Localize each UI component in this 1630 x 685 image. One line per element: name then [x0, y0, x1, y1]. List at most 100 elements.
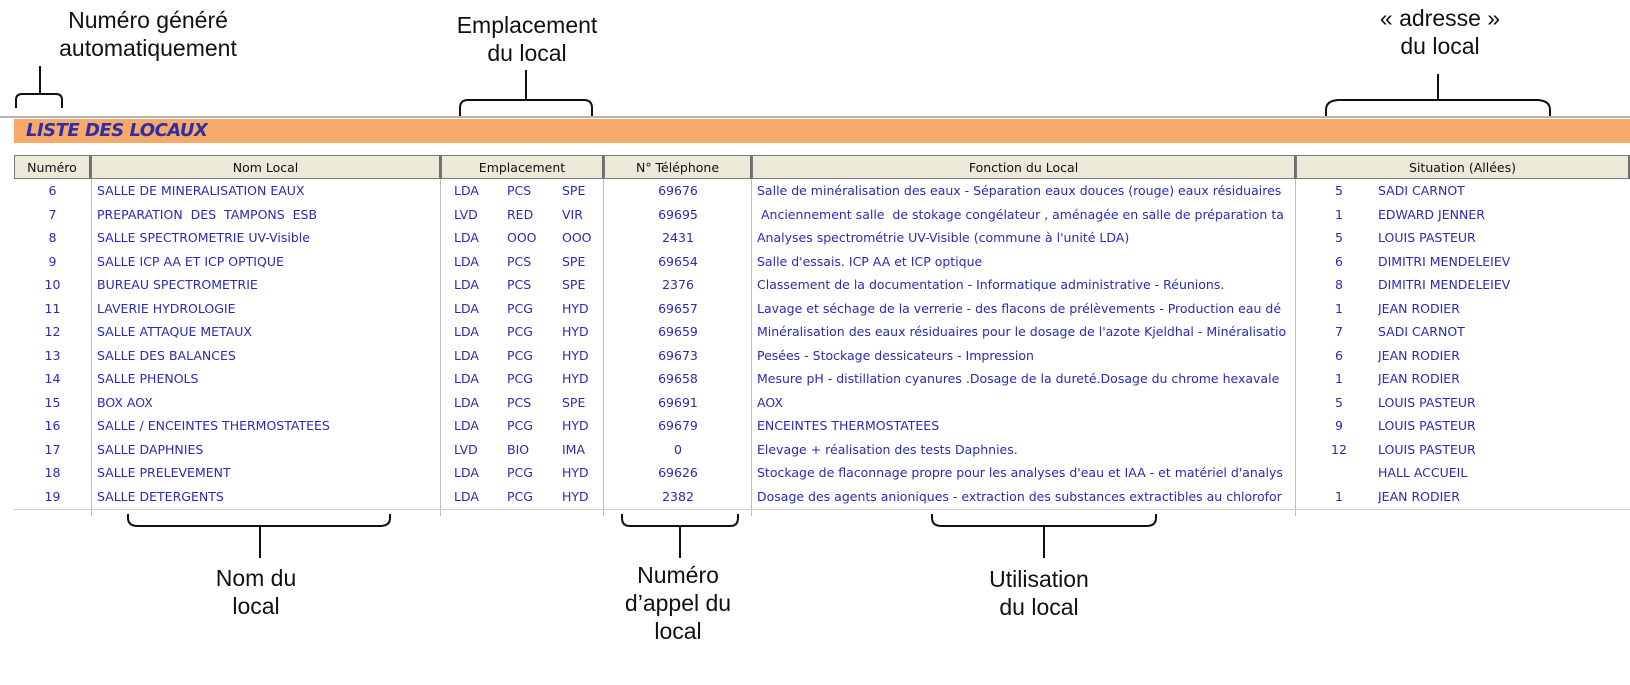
- bracket-nom: [127, 514, 391, 558]
- cell-emplacement-1: LDA: [454, 488, 479, 504]
- cell-situation-numero: 9: [1335, 418, 1343, 434]
- column-divider: [440, 179, 441, 516]
- cell-telephone: 2431: [662, 230, 694, 246]
- cell-emplacement-3: HYD: [562, 418, 589, 434]
- cell-telephone: 69626: [658, 465, 698, 481]
- cell-numero: 16: [44, 418, 61, 434]
- header-fonction[interactable]: Fonction du Local: [752, 155, 1296, 179]
- cell-emplacement-1: LDA: [454, 277, 479, 293]
- cell-nom: PREPARATION DES TAMPONS ESB: [97, 206, 318, 222]
- cell-situation-allee: LOUIS PASTEUR: [1378, 418, 1476, 434]
- cell-emplacement-3: HYD: [562, 300, 589, 316]
- cell-emplacement-2: PCS: [507, 394, 532, 410]
- cell-situation-numero: 1: [1335, 206, 1343, 222]
- cell-fonction: Anciennement salle de stokage congélateu…: [757, 206, 1284, 222]
- cell-telephone: 2382: [662, 488, 694, 504]
- cell-situation-allee: DIMITRI MENDELEIEV: [1378, 277, 1511, 293]
- cell-nom: LAVERIE HYDROLOGIE: [97, 300, 236, 316]
- cell-fonction: Elevage + réalisation des tests Daphnies…: [757, 441, 1018, 457]
- cell-situation-numero: 1: [1335, 371, 1343, 387]
- cell-emplacement-2: PCG: [507, 347, 533, 363]
- cell-emplacement-1: LDA: [454, 230, 479, 246]
- cell-fonction: Salle de minéralisation des eaux - Sépar…: [757, 183, 1282, 199]
- cell-telephone: 0: [674, 441, 682, 457]
- cell-situation-numero: 8: [1335, 277, 1343, 293]
- cell-numero: 15: [44, 394, 61, 410]
- bracket-emplacement: [459, 70, 593, 116]
- header-telephone[interactable]: N° Téléphone: [604, 155, 752, 179]
- annotation-nom: Nom du local: [215, 565, 297, 619]
- header-nom[interactable]: Nom Local: [91, 155, 441, 179]
- cell-emplacement-2: PCG: [507, 418, 533, 434]
- cell-situation-numero: 5: [1335, 394, 1343, 410]
- column-divider: [751, 179, 752, 516]
- cell-emplacement-3: SPE: [562, 183, 586, 199]
- annotation-emplacement: Emplacement du local: [456, 12, 598, 66]
- cell-emplacement-1: LDA: [454, 183, 479, 199]
- cell-numero: 13: [44, 347, 61, 363]
- cell-numero: 14: [44, 371, 61, 387]
- cell-situation-allee: SADI CARNOT: [1378, 324, 1465, 340]
- cell-emplacement-2: PCS: [507, 183, 532, 199]
- cell-fonction: Classement de la documentation - Informa…: [757, 277, 1225, 293]
- header-numero[interactable]: Numéro: [14, 155, 91, 179]
- cell-fonction: Pesées - Stockage dessicateurs - Impress…: [757, 347, 1034, 363]
- cell-fonction: Dosage des agents anioniques - extractio…: [757, 488, 1282, 504]
- cell-fonction: Mesure pH - distillation cyanures .Dosag…: [757, 371, 1280, 387]
- annotation-utilisation: Utilisation du local: [989, 566, 1089, 620]
- cell-emplacement-3: OOO: [562, 230, 592, 246]
- cell-emplacement-1: LDA: [454, 465, 479, 481]
- cell-emplacement-1: LDA: [454, 418, 479, 434]
- column-divider: [603, 179, 604, 516]
- cell-fonction: Salle d'essais. ICP AA et ICP optique: [757, 253, 983, 269]
- cell-situation-allee: JEAN RODIER: [1378, 347, 1460, 363]
- cell-emplacement-2: OOO: [507, 230, 537, 246]
- cell-situation-numero: 5: [1335, 230, 1343, 246]
- cell-nom: BUREAU SPECTROMETRIE: [97, 277, 258, 293]
- annotation-adresse: « adresse » du local: [1379, 5, 1501, 59]
- cell-emplacement-2: BIO: [507, 441, 530, 457]
- cell-situation-numero: 1: [1335, 488, 1343, 504]
- cell-emplacement-3: HYD: [562, 347, 589, 363]
- cell-emplacement-1: LDA: [454, 300, 479, 316]
- cell-situation-numero: 1: [1335, 300, 1343, 316]
- cell-numero: 17: [44, 441, 61, 457]
- cell-situation-allee: HALL ACCUEIL: [1378, 465, 1468, 481]
- header-emplacement[interactable]: Emplacement: [441, 155, 604, 179]
- cell-telephone: 69657: [658, 300, 698, 316]
- cell-emplacement-3: HYD: [562, 324, 589, 340]
- title-bar: LISTE DES LOCAUX: [14, 119, 1630, 143]
- cell-fonction: Analyses spectrométrie UV-Visible (commu…: [757, 230, 1130, 246]
- cell-emplacement-2: PCG: [507, 300, 533, 316]
- cell-emplacement-3: IMA: [562, 441, 586, 457]
- cell-nom: SALLE ATTAQUE METAUX: [97, 324, 252, 340]
- cell-situation-numero: 6: [1335, 253, 1343, 269]
- cell-nom: SALLE PHENOLS: [97, 371, 199, 387]
- cell-situation-numero: 5: [1335, 183, 1343, 199]
- cell-nom: BOX AOX: [97, 394, 153, 410]
- cell-nom: SALLE DES BALANCES: [97, 347, 236, 363]
- cell-fonction: Stockage de flaconnage propre pour les a…: [757, 465, 1283, 481]
- cell-numero: 6: [48, 183, 57, 199]
- cell-emplacement-1: LDA: [454, 253, 479, 269]
- cell-emplacement-3: HYD: [562, 488, 589, 504]
- header-situation[interactable]: Situation (Allées): [1296, 155, 1630, 179]
- cell-emplacement-1: LDA: [454, 324, 479, 340]
- bracket-numero: [15, 66, 63, 108]
- cell-telephone: 69676: [658, 183, 698, 199]
- cell-emplacement-2: PCG: [507, 324, 533, 340]
